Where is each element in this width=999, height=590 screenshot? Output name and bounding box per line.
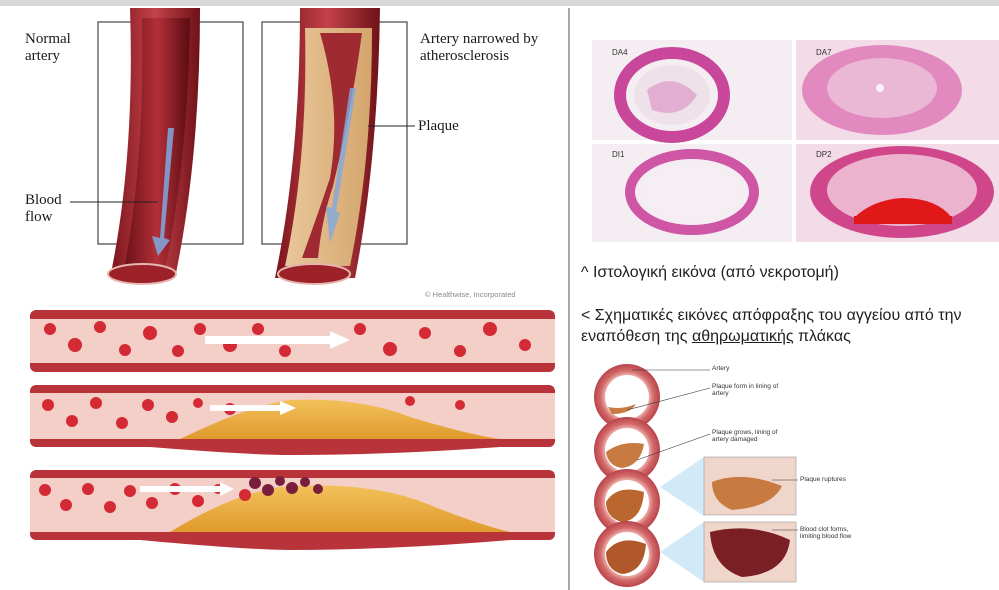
- plaque-progression-illustration: [30, 305, 560, 565]
- histology-label-dp2: DP2: [816, 150, 832, 159]
- histology-caption: ^ Ιστολογική εικόνα (από νεκροτομή): [581, 264, 839, 282]
- stage-4: [594, 521, 660, 587]
- schematic-caption-underlined: αθηρωματικής: [692, 328, 794, 345]
- stage-label-plaque-grows: Plaque grows, lining of artery damaged: [712, 429, 792, 443]
- schematic-caption: < Σχηματικές εικόνες απόφραξης του αγγεί…: [581, 305, 991, 347]
- histology-label-da7: DA7: [816, 48, 832, 57]
- stage-label-plaque-form: Plaque form in lining of artery: [712, 383, 782, 397]
- panel-divider: [568, 8, 570, 590]
- top-border: [0, 0, 999, 6]
- stage-label-artery: Artery: [712, 365, 729, 372]
- normal-artery-label: Normal artery: [25, 31, 95, 65]
- narrowed-artery-label: Artery narrowed by atherosclerosis: [420, 31, 560, 65]
- histology-label-di1: DI1: [612, 150, 624, 159]
- histology-label-da4: DA4: [612, 48, 628, 57]
- histology-da4: [620, 53, 724, 137]
- image-credit: © Healthwise, Incorporated: [425, 290, 516, 299]
- histology-dp2: [810, 146, 994, 238]
- histology-di1: [630, 154, 754, 230]
- blood-flow-label: Blood flow: [25, 192, 69, 226]
- histology-da7: [802, 45, 962, 135]
- narrowed-artery-opening: [278, 264, 350, 284]
- schematic-caption-part2: πλάκας: [794, 328, 851, 345]
- histology-grid: [592, 40, 999, 242]
- stage-label-blood-clot: Blood clot forms, limiting blood flow: [800, 526, 860, 540]
- plaque-label: Plaque: [418, 118, 459, 135]
- normal-artery-opening: [108, 264, 176, 284]
- stage-label-plaque-rupture: Plaque ruptures: [800, 476, 850, 483]
